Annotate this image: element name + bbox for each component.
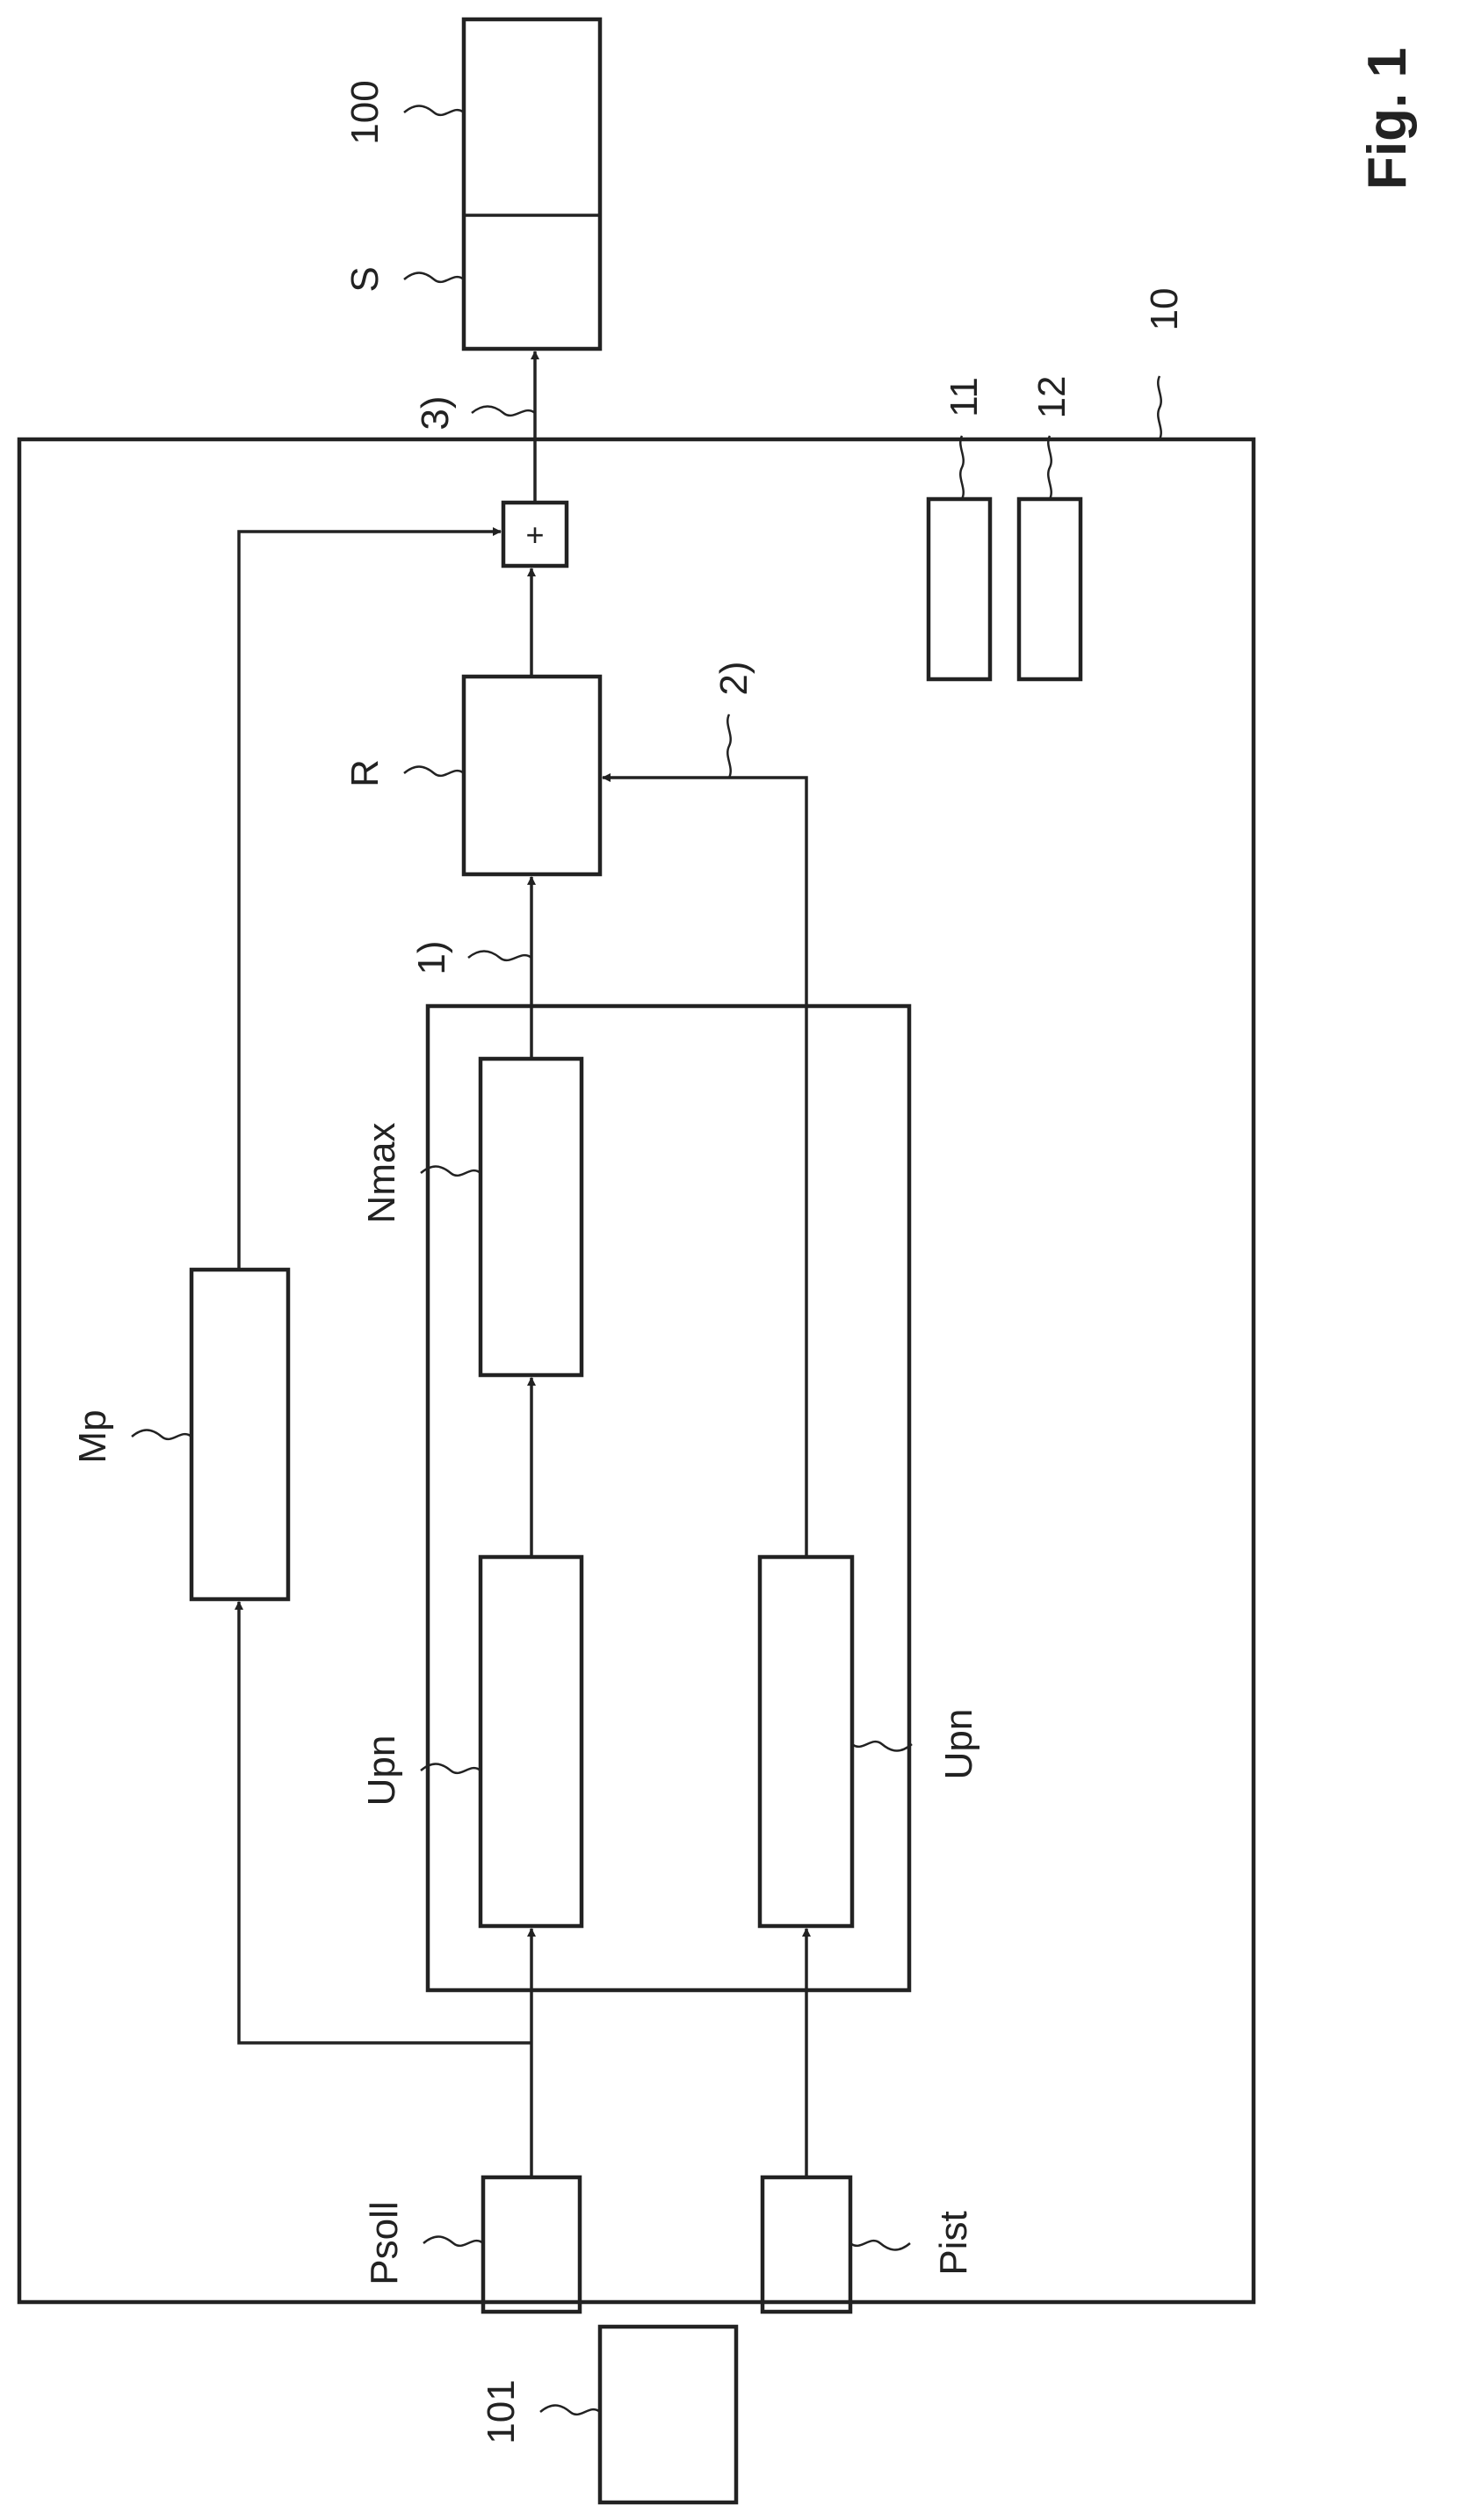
leader-101 [540,2406,600,2415]
block-mp [192,1270,288,1599]
leader-signal-3 [472,407,535,416]
leader-11 [960,436,963,499]
block-nmax [481,1059,582,1375]
label-s: S [343,266,387,292]
memory-block-11 [929,499,990,679]
signal-2-line [603,778,806,1557]
label-10: 10 [1143,288,1186,331]
label-12: 12 [1030,376,1073,419]
inner-group-box [428,1006,909,1990]
label-signal-1: 1) [410,940,453,974]
output-block [464,19,600,349]
block-upn-top [481,1557,582,1926]
input-pist-block [763,2177,850,2312]
leader-upn-bottom [852,1742,912,1750]
leader-psoll [423,2237,483,2246]
leader-pist [850,2241,910,2249]
label-signal-3: 3) [414,395,457,430]
label-psoll: Psoll [363,2201,406,2285]
memory-block-12 [1019,499,1081,679]
summing-junction-sign: + [525,517,544,553]
leader-s [404,273,464,282]
controller-unit-box [19,439,1254,2302]
leader-100 [404,106,464,115]
leader-r [404,767,464,776]
block-101 [600,2327,736,2502]
label-signal-2: 2) [712,661,755,695]
leader-10 [1158,376,1160,439]
leader-signal-1 [468,952,531,960]
input-psoll-block [483,2177,580,2312]
block-upn-bottom [760,1557,852,1926]
psoll-to-mp-line [239,1602,531,2043]
label-11: 11 [943,377,986,417]
label-pist: Pist [932,2211,975,2275]
leader-signal-2 [727,714,730,778]
block-r [464,677,600,874]
label-mp: Mp [71,1409,114,1463]
label-r: R [343,759,387,787]
figure-label: Fig. 1 [1357,47,1418,190]
label-upn-top: Upn [360,1735,403,1807]
label-100: 100 [343,80,387,144]
leader-12 [1048,436,1051,499]
label-101: 101 [480,2379,523,2444]
leader-mp [132,1430,192,1439]
label-nmax: Nmax [360,1123,403,1224]
label-upn-bottom: Upn [937,1709,980,1780]
